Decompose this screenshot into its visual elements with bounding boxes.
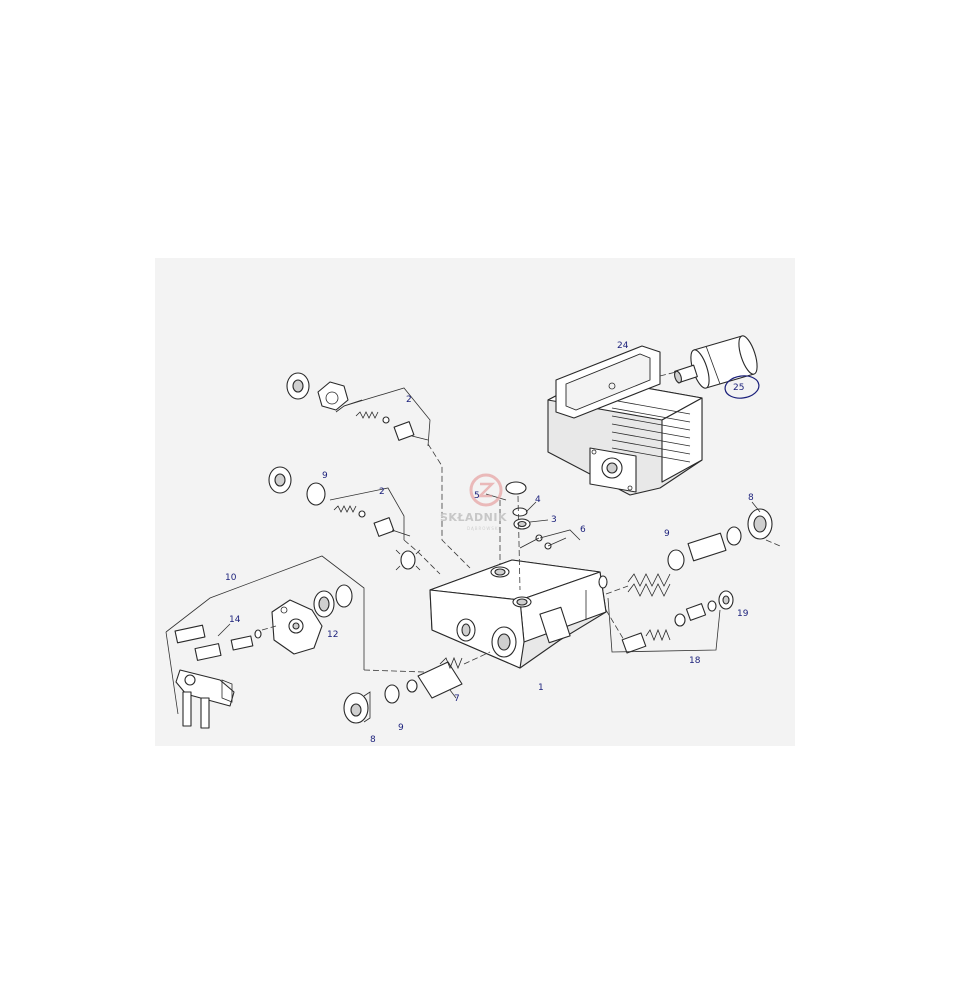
dash-middle-to-block (403, 539, 441, 575)
stacked-seals (505, 481, 552, 550)
callout-9-right: 9 (664, 529, 670, 539)
watermark-subtext: DĄBROWSKI (467, 526, 501, 531)
leader-6 (539, 529, 581, 547)
callout-7: 7 (454, 694, 460, 704)
dash-right-lower (605, 609, 625, 641)
dash-right-upper (605, 539, 781, 595)
bracket-2-mid (329, 487, 405, 540)
upper-spring-assembly (355, 411, 429, 441)
watermark-logo-icon (469, 473, 503, 507)
highlight-circle-25 (724, 375, 760, 399)
callout-2-top: 2 (406, 395, 412, 405)
solenoid-cartridge (674, 335, 758, 389)
middle-spring-assembly (333, 505, 411, 537)
callout-2-mid: 2 (379, 487, 385, 497)
leader-8-right (751, 501, 761, 513)
callout-25: 25 (733, 383, 744, 393)
bracket-10 (165, 555, 365, 715)
callout-18: 18 (689, 656, 701, 666)
right-lower-assembly (621, 590, 734, 654)
valve-block (429, 559, 608, 669)
dash-lower-to-block (463, 651, 491, 665)
dash-seal-axis (517, 495, 521, 591)
callout-8-right: 8 (748, 493, 754, 503)
leader-solenoid (659, 371, 677, 377)
callout-9-left: 9 (322, 471, 328, 481)
callout-10: 10 (225, 573, 237, 583)
lever-pins (174, 624, 262, 661)
callout-12: 12 (327, 630, 338, 640)
dash-lever-axis (261, 625, 425, 673)
bracket-18 (607, 597, 721, 653)
callout-3: 3 (551, 515, 557, 525)
dash-upper-to-block (427, 443, 471, 569)
watermark: SKŁADNIK DĄBROWSKI (440, 473, 507, 531)
lever-arm (175, 669, 235, 729)
upper-cap-assembly (286, 372, 363, 413)
callout-1: 1 (538, 683, 544, 693)
callout-labels: 24 25 2 9 2 5 4 3 6 8 9 10 14 12 19 18 1… (225, 341, 754, 745)
callout-5: 5 (474, 491, 480, 501)
callout-8-bottom: 8 (370, 735, 376, 745)
callout-9-bottom: 9 (398, 723, 404, 733)
leader-7 (449, 689, 457, 699)
callout-19: 19 (737, 609, 749, 619)
callout-14: 14 (229, 615, 241, 625)
cover-gasket (555, 345, 661, 419)
lever-cap-assembly (313, 584, 353, 618)
leader-4 (525, 501, 537, 513)
lever-housing (271, 599, 323, 655)
lower-spool-assembly (343, 656, 463, 724)
callout-24: 24 (617, 341, 629, 351)
leader-14 (217, 623, 231, 637)
bracket-2-top (343, 387, 431, 447)
callout-6: 6 (580, 525, 586, 535)
middle-cap-assembly (268, 466, 326, 506)
leader-3 (529, 519, 549, 523)
right-upper-spring (627, 508, 773, 597)
watermark-text: SKŁADNIK (440, 511, 507, 524)
callout-4: 4 (535, 495, 541, 505)
